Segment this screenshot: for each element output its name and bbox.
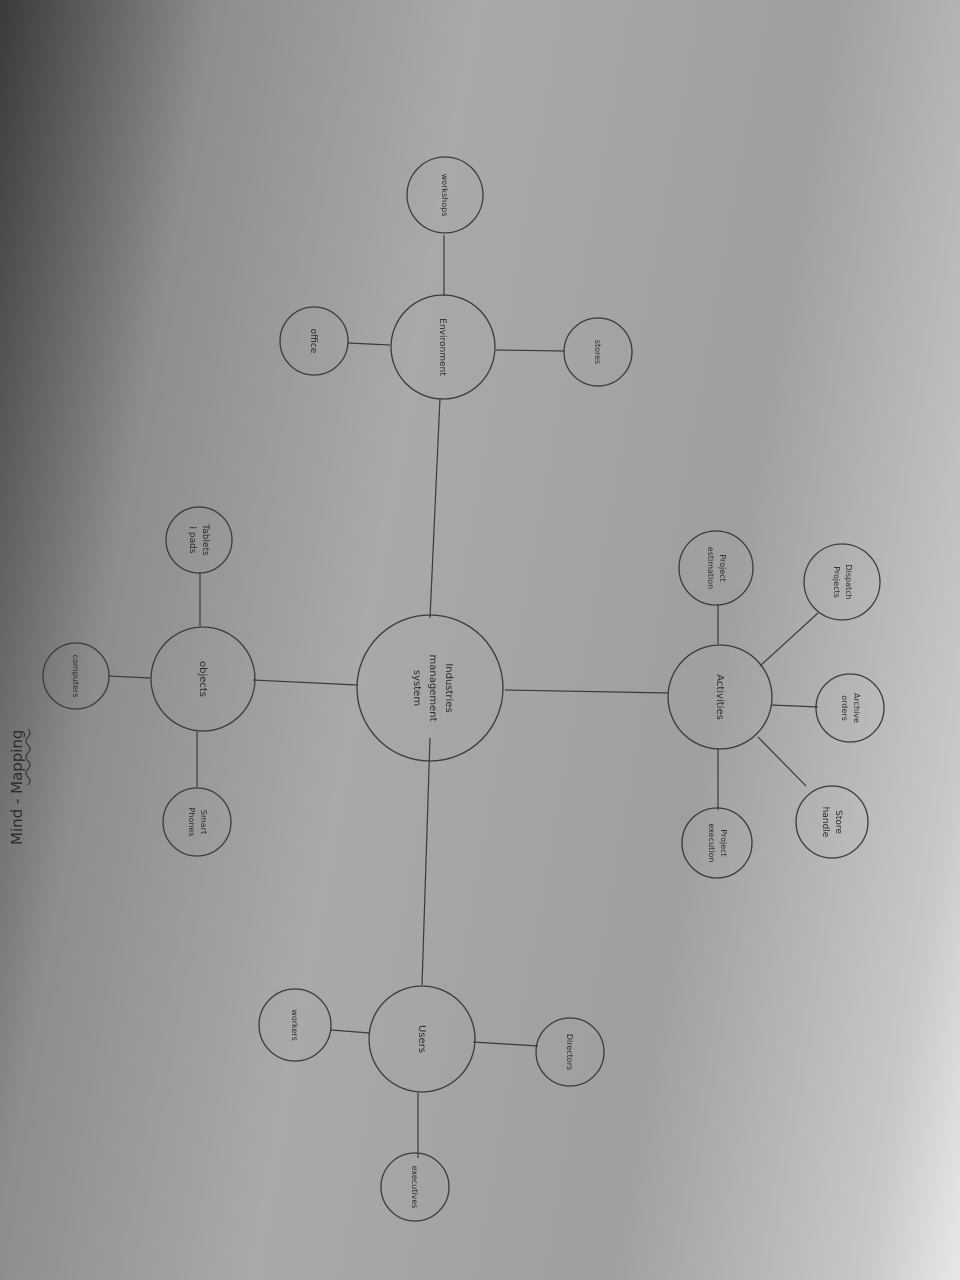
svg-text:estimation: estimation	[706, 547, 715, 589]
node-smart-phones: Smart Phones	[162, 787, 232, 857]
svg-text:Tablets: Tablets	[200, 523, 210, 556]
edge-activities-dispatch	[759, 612, 819, 667]
svg-text:office: office	[308, 329, 318, 354]
svg-text:Phones: Phones	[187, 808, 196, 837]
node-users: Users	[368, 985, 476, 1093]
svg-text:execution: execution	[707, 824, 716, 863]
node-environment: Environment	[390, 294, 496, 400]
svg-text:Smart: Smart	[199, 810, 208, 834]
node-dispatch-projects: Dispatch Projects	[803, 543, 881, 621]
svg-text:objects: objects	[197, 661, 208, 697]
edge-center-activities	[504, 689, 669, 694]
edge-environment-stores	[495, 349, 565, 352]
center-label-line1: Industries	[443, 663, 454, 712]
edge-users-workers	[330, 1029, 371, 1034]
svg-text:Mind - Mapping: Mind - Mapping	[8, 730, 26, 845]
node-project-execution: Project execution	[681, 807, 753, 879]
title-underline	[25, 728, 31, 786]
svg-text:Directors: Directors	[565, 1034, 574, 1070]
node-archive-orders: Archive orders	[815, 673, 885, 743]
svg-text:executives: executives	[410, 1166, 419, 1209]
svg-text:Dispatch: Dispatch	[844, 564, 853, 599]
edge-activities-archive	[770, 704, 819, 708]
edge-center-objects	[252, 679, 358, 686]
svg-text:Project: Project	[719, 829, 728, 856]
edge-center-environment	[429, 397, 441, 619]
node-project-estimation: Project estimation	[678, 530, 754, 606]
edge-environment-office	[347, 342, 391, 346]
svg-text:handle: handle	[820, 807, 830, 838]
svg-text:Users: Users	[416, 1025, 427, 1053]
title: Mind - Mapping	[8, 728, 31, 845]
svg-text:workers: workers	[290, 1009, 299, 1040]
center-label-line2: management	[427, 655, 438, 722]
node-center: Industries management system	[356, 614, 504, 762]
edge-objects-computers	[107, 675, 151, 679]
svg-text:Archive: Archive	[852, 693, 861, 723]
node-stores: stores	[563, 317, 633, 387]
svg-text:stores: stores	[593, 340, 602, 364]
node-directors: Directors	[535, 1017, 605, 1087]
edge-center-users	[421, 737, 431, 986]
edge-activities-storehandle	[757, 736, 807, 787]
node-activities: Activities	[667, 644, 773, 750]
center-label-line3: system	[411, 670, 422, 706]
node-computers: computers	[42, 642, 110, 710]
node-objects: objects	[150, 626, 256, 732]
svg-text:Environment: Environment	[437, 318, 447, 376]
svg-text:Activities: Activities	[714, 674, 725, 720]
edges	[107, 235, 819, 1158]
svg-text:Store: Store	[833, 810, 843, 834]
node-workers: workers	[258, 988, 332, 1062]
svg-text:Project: Project	[718, 554, 727, 581]
node-office: office	[279, 306, 349, 376]
node-workshops: workshops	[406, 156, 484, 234]
node-executives: executives	[380, 1152, 450, 1222]
node-store-handle: Store handle	[795, 785, 869, 859]
edge-users-directors	[472, 1041, 539, 1047]
svg-text:orders: orders	[840, 695, 849, 721]
svg-text:Projects: Projects	[832, 566, 841, 598]
svg-text:computers: computers	[71, 655, 80, 698]
svg-text:workshops: workshops	[440, 174, 449, 217]
node-tablets-ipads: Tablets I pads	[165, 506, 233, 574]
svg-text:I pads: I pads	[187, 526, 197, 553]
